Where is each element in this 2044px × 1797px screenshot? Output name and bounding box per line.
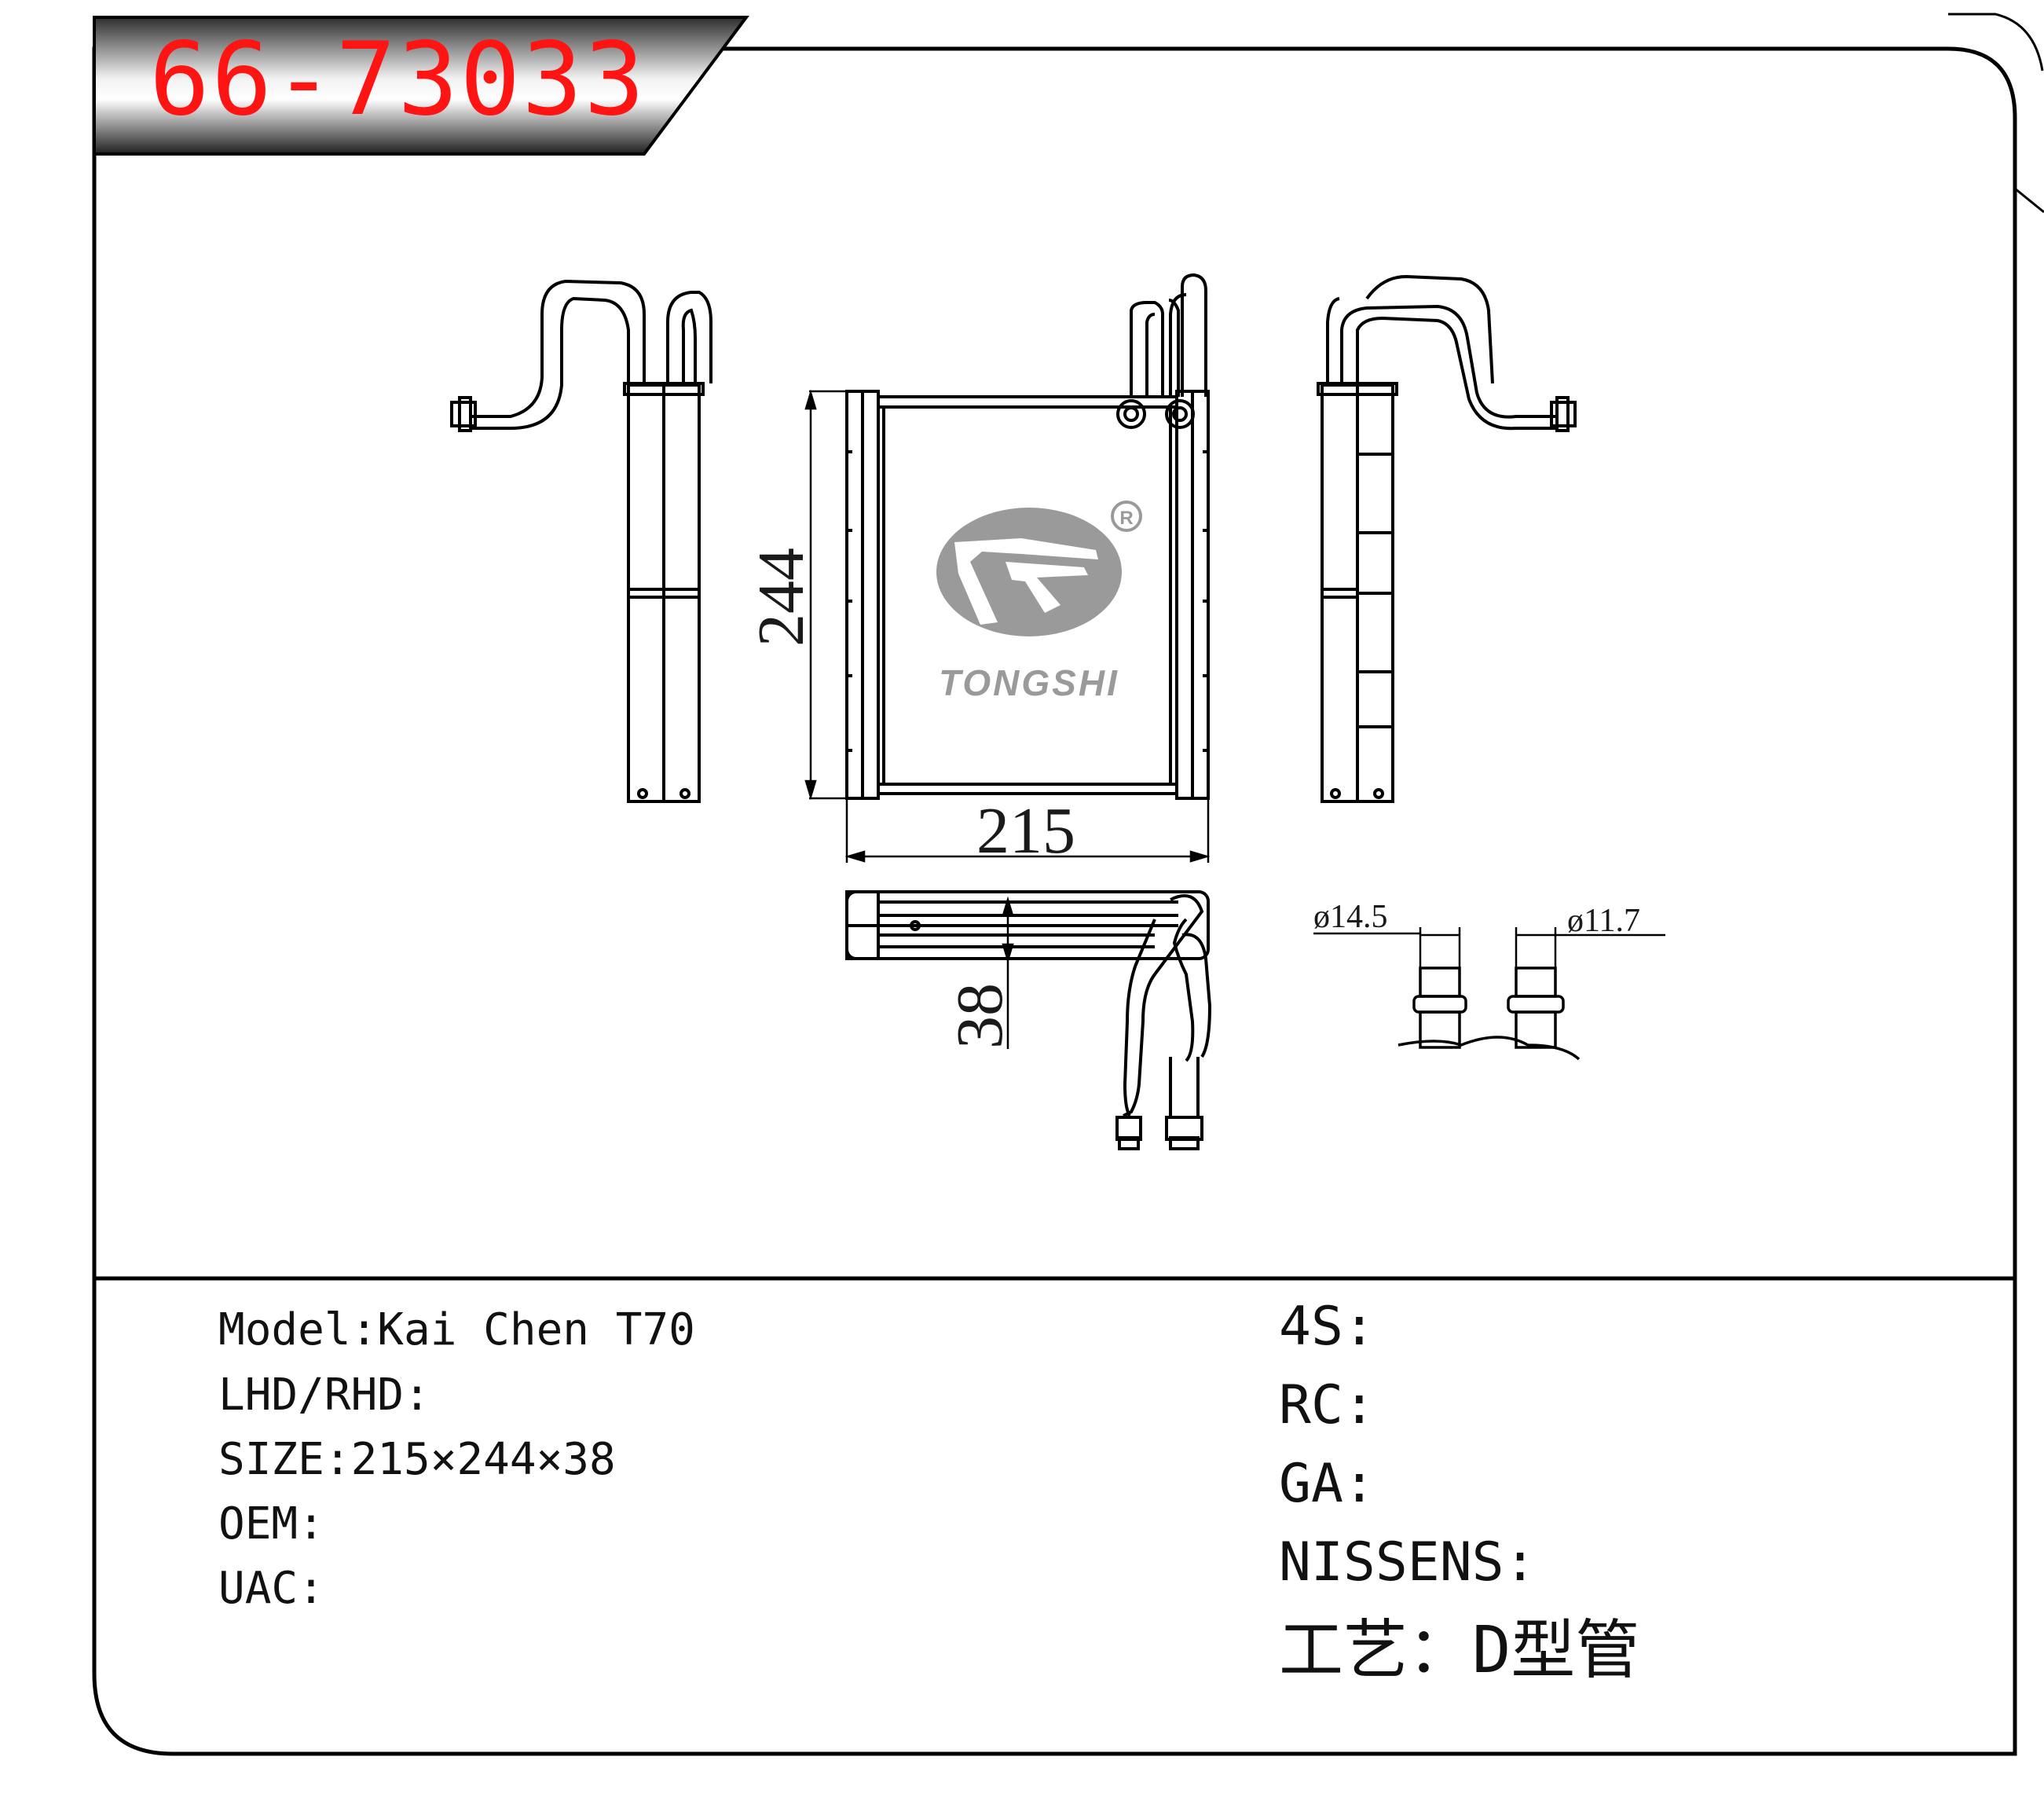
depth-dimension (1002, 896, 1014, 1049)
spec-ga: GA: (1279, 1453, 1375, 1515)
width-dimension-label: 215 (976, 794, 1075, 867)
registered-mark: R (1119, 508, 1133, 529)
spec-4s: 4S: (1279, 1296, 1375, 1358)
depth-dimension-label: 38 (943, 983, 1017, 1049)
title-banner (93, 16, 749, 156)
top-view (845, 890, 1212, 1150)
spec-rc: RC: (1279, 1374, 1375, 1436)
tongshi-logo: R TONGSHI (936, 501, 1142, 703)
pipe-diameter-1-label: ø14.5 (1313, 899, 1388, 935)
outer-frame (92, 46, 2017, 1756)
spec-oem: OEM: (218, 1498, 324, 1549)
spec-nissens: NISSENS: (1279, 1531, 1537, 1593)
spec-uac: UAC: (218, 1563, 324, 1614)
left-side-view (450, 279, 712, 803)
spec-model: Model:Kai Chen T70 (218, 1304, 695, 1355)
dimension-lines (804, 389, 1211, 863)
right-side-view (1317, 274, 1577, 803)
front-view (845, 273, 1210, 800)
spec-process: 工艺：D型管 (1279, 1613, 1640, 1688)
pipe-detail (1397, 966, 1581, 1061)
height-dimension-label: 244 (745, 548, 818, 647)
pipe-diameter-2-label: ø11.7 (1567, 903, 1640, 939)
part-number-title: 66-73033 (149, 21, 647, 138)
frame-shadow (1948, 13, 2044, 214)
spec-size: SIZE:215×244×38 (218, 1434, 616, 1485)
pipe-dimension-lines (1313, 927, 1665, 968)
brand-name: TONGSHI (939, 662, 1119, 703)
spec-lhd-rhd: LHD/RHD: (218, 1370, 430, 1421)
